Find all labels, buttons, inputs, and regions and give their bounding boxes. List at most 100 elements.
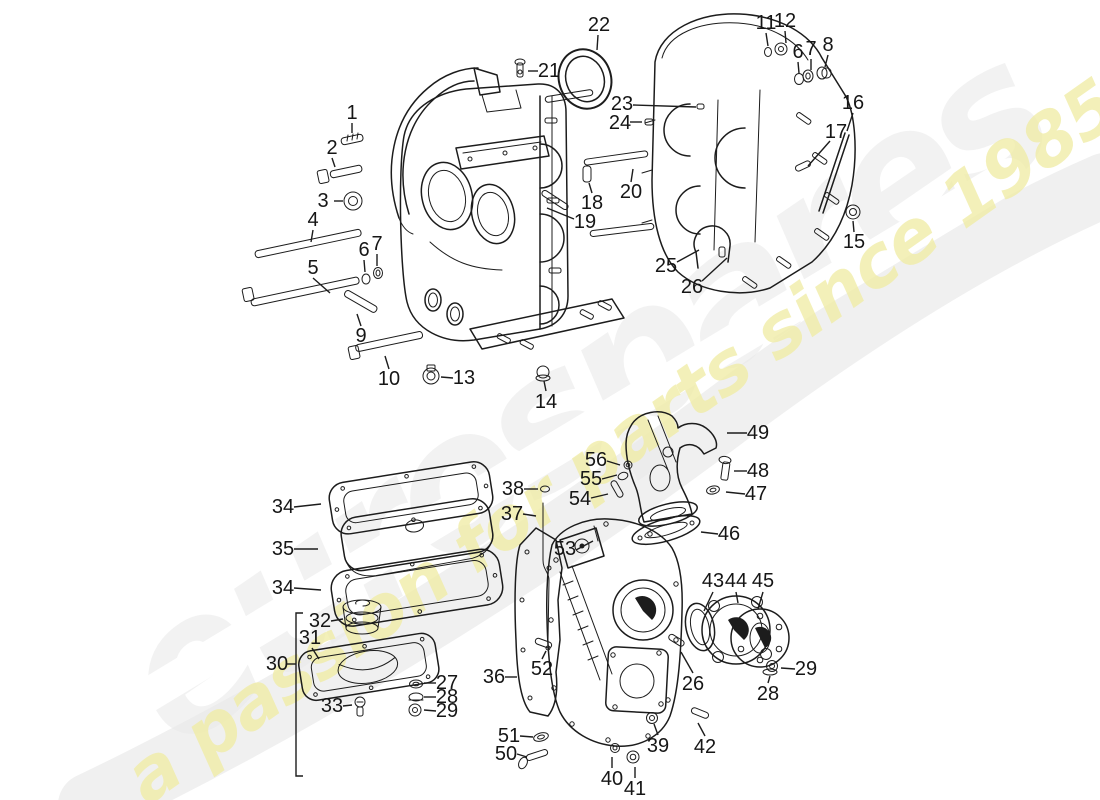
callout-23: 23 [611, 93, 633, 115]
diagram-line [610, 652, 616, 658]
diagram-line [625, 462, 631, 468]
diagram-line [668, 633, 685, 647]
diagram-line [420, 161, 474, 231]
diagram-line [775, 645, 783, 653]
diagram-line [617, 471, 629, 481]
diagram-line [478, 505, 483, 511]
callout-leader-12 [784, 30, 787, 44]
diagram-line [579, 309, 594, 320]
diagram-line [462, 141, 542, 154]
diagram-line [775, 623, 783, 631]
diagram-line [644, 118, 654, 126]
diagram-line [737, 645, 745, 653]
callout-10: 10 [378, 368, 400, 390]
diagram-line [605, 737, 611, 743]
diagram-line [375, 269, 381, 277]
callout-9: 9 [355, 325, 366, 347]
diagram-layer [241, 13, 861, 770]
diagram-line [645, 733, 651, 739]
diagram-line [334, 507, 340, 512]
diagram-line [313, 692, 318, 697]
diagram-line [338, 657, 396, 671]
diagram-line [517, 69, 523, 75]
callout-7: 7 [805, 38, 816, 60]
bracket-gasket [631, 514, 701, 546]
oil-sump-stack [298, 461, 504, 717]
diagram-line [427, 169, 467, 223]
diagram-line [651, 13, 856, 294]
callout-8: 8 [822, 34, 833, 56]
callout-leader-54 [590, 493, 609, 499]
diagram-line [562, 580, 599, 661]
diagram-line [355, 331, 424, 352]
diagram-line [559, 565, 613, 681]
diagram-line [404, 473, 409, 479]
diagram-line [345, 574, 350, 579]
diagram-line [455, 135, 550, 170]
diagram-line [623, 460, 633, 470]
callout-6: 6 [358, 239, 369, 261]
diagram-line [340, 497, 494, 572]
diagram-line [689, 608, 711, 646]
diagram-line [254, 228, 362, 259]
diagram-line [742, 276, 758, 289]
diagram-line [409, 561, 415, 567]
mount-bracket-group [610, 411, 732, 546]
cover-gasket [514, 527, 563, 717]
diagram-line [298, 632, 440, 702]
hardware-bottom [518, 633, 710, 770]
callout-21: 21 [538, 60, 560, 82]
diagram-line [649, 715, 655, 721]
diagram-line [446, 302, 464, 326]
callout-leader-43 [703, 591, 714, 612]
diagram-line [328, 461, 494, 535]
diagram-line [647, 415, 677, 471]
callout-leader-47 [725, 491, 746, 495]
diagram-line [471, 464, 477, 469]
diagram-line [539, 285, 560, 325]
diagram-line [330, 548, 504, 627]
diagram-line [520, 647, 526, 653]
watermark-layer: eurospares a passion for parts since 198… [58, 2, 1100, 800]
callout-19: 19 [574, 211, 596, 233]
diagram-line [675, 185, 701, 235]
callout-11: 11 [756, 12, 777, 34]
diagram-line [343, 191, 363, 211]
diagram-line [408, 703, 422, 717]
callout-leader-26 [701, 257, 728, 282]
diagram-line [665, 697, 671, 703]
callout-29: 29 [436, 700, 458, 722]
timing-cover-group [514, 485, 683, 747]
diagram-line [574, 538, 590, 554]
diagram-line [658, 701, 664, 707]
diagram-line [426, 371, 436, 381]
diagram-line [409, 679, 423, 689]
diagram-line [649, 464, 671, 492]
diagram-line [544, 117, 558, 124]
diagram-line [514, 58, 526, 66]
callout-18: 18 [581, 192, 603, 214]
diagram-line [821, 67, 832, 79]
seal-ring [557, 48, 613, 110]
diagram-line [756, 656, 764, 664]
diagram-line [774, 42, 788, 56]
callout-33: 33 [321, 695, 343, 717]
diagram-line [422, 367, 440, 385]
diagram-line [646, 712, 658, 724]
diagram-line [347, 344, 361, 361]
diagram-line [693, 225, 731, 269]
callout-leader-37 [522, 513, 537, 517]
diagram-line [470, 183, 516, 245]
diagram-line [355, 599, 371, 607]
diagram-line [417, 609, 423, 614]
crankcase-left-half [390, 67, 625, 350]
diagram-line [551, 685, 557, 691]
callout-35: 35 [272, 538, 294, 560]
callout-49: 49 [747, 422, 769, 444]
diagram-line [307, 654, 312, 660]
diagram-line [619, 663, 655, 699]
diagram-line [814, 228, 830, 241]
callout-leader-50 [516, 753, 528, 758]
